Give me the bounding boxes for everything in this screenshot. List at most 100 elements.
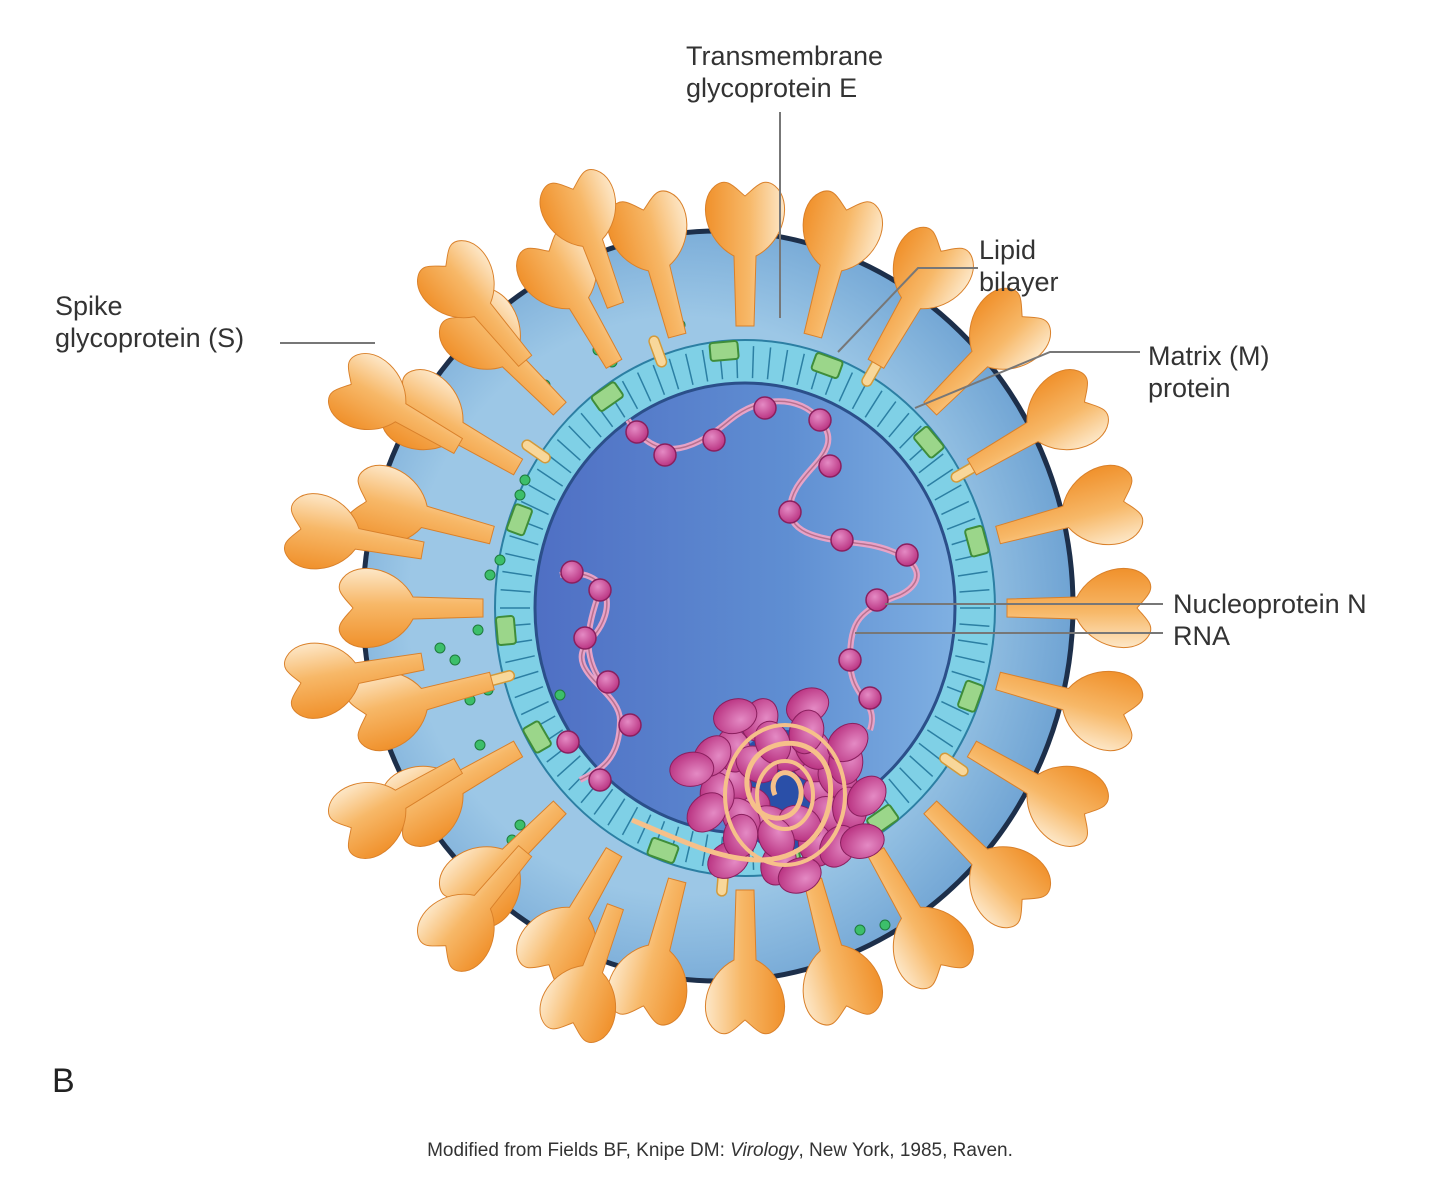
nucleocapsid-subunit [827,722,869,763]
matrix-protein [590,381,624,412]
nucleoprotein-bead [573,626,597,650]
nucleoprotein-bead [625,420,649,444]
label-line: Lipid [979,235,1037,265]
envelope-particle [519,474,531,486]
bilayer-lipid [864,390,883,418]
nucleoprotein-bead [560,560,584,584]
spike-glycoprotein [1006,568,1152,648]
nucleoprotein-bead [588,768,612,792]
glycoprotein-e [648,335,668,368]
spike-glycoprotein [607,190,688,339]
bilayer-lipid [621,806,639,836]
bilayer-lipid [684,353,694,386]
spike-glycoprotein [539,169,625,309]
bilayer-lipid [509,535,539,546]
bilayer-lipid [899,425,922,449]
bilayer-lipid [888,412,910,438]
label-matrix-protein: Matrix (M) protein [1148,340,1269,404]
envelope-particle [484,569,496,581]
envelope-particle [554,689,566,701]
glycoprotein-e [521,439,551,464]
nucleoprotein-bead [818,454,842,478]
matrix-protein [913,425,945,459]
spike-glycoprotein [328,757,464,859]
label-spike-glycoprotein: Spike glycoprotein (S) [55,290,244,354]
spike-glycoprotein [923,800,1051,929]
label-transmembrane-glycoprotein: Transmembrane glycoprotein E [686,40,883,104]
nucleoprotein-bead [588,578,612,602]
bilayer-lipid [514,685,544,699]
bilayer-lipid [781,349,789,382]
bilayer-lipid [509,670,539,681]
spike-glycoprotein [417,240,533,368]
bilayer-lipid [957,570,988,577]
spike-glycoprotein [607,877,688,1026]
label-line: glycoprotein E [686,73,858,103]
glycoprotein-e [939,752,969,777]
matrix-protein [810,352,844,379]
bilayer-lipid [838,372,854,402]
nucleocapsid-subunit [840,823,885,859]
bilayer-lipid [556,755,581,777]
credit-book-title: Virology [730,1140,799,1161]
matrix-protein [646,837,680,864]
bilayer-lipid [668,358,680,390]
bilayer-lipid [899,767,922,791]
nucleoprotein-bead [778,500,802,524]
bilayer-lipid [500,588,531,593]
nucleoprotein-bead [596,670,620,694]
nucleocapsid-subunit [713,698,758,735]
nucleoprotein-beads [556,396,919,792]
bilayer-lipid [934,484,962,501]
nucleoprotein-bead [702,428,726,452]
matrix-protein [964,525,990,558]
nucleoprotein-bead [838,648,862,672]
bilayer-lipid [636,814,652,844]
bilayer-lipid [934,715,962,732]
bilayer-lipid [520,500,549,516]
bilayer-lipid [652,364,666,396]
envelope-particle [434,642,446,654]
bilayer-lipid [946,517,976,531]
bilayer-lipid [636,372,652,402]
bilayer-lipid [580,412,602,438]
nucleoprotein-bead [858,686,882,710]
label-line: bilayer [979,267,1059,297]
label-lipid-bilayer: Lipid bilayer [979,234,1059,298]
bilayer-lipid [959,588,990,593]
label-line: Matrix (M) [1148,341,1270,371]
nucleocapsid-subunit [669,751,715,787]
bilayer-lipid [593,788,614,815]
bilayer-lipid [957,639,988,646]
label-line: Spike [55,291,123,321]
bilayer-lipid [909,755,934,777]
envelope-particle [854,924,866,936]
credit-text: Modified from Fields BF, Knipe DM: [427,1140,731,1161]
envelope-particle [472,624,484,636]
spike-glycoprotein [328,353,464,455]
bilayer-lipid [528,484,556,501]
bilayer-lipid [568,425,591,449]
bilayer-lipid [959,623,990,628]
bilayer-lipid [955,655,985,664]
spike-glycoprotein [417,844,533,972]
label-rna: RNA [1173,621,1231,651]
bilayer-lipid [621,380,639,410]
bilayer-lipid [505,655,535,664]
nucleocapsid-subunit [686,792,728,833]
spike-glycoprotein [802,190,883,339]
nucleoprotein-bead [895,543,919,567]
spike-glycoproteins [283,169,1152,1043]
bilayer-lipid [888,778,910,804]
bilayer-lipid [926,468,954,487]
spike-glycoprotein [539,903,625,1043]
nucleoprotein-bead [653,443,677,467]
matrix-protein [708,340,740,362]
label-line: Transmembrane [686,41,884,71]
spike-glycoprotein [966,369,1109,476]
spike-glycoprotein [705,889,785,1035]
bilayer-lipid [751,346,755,379]
bilayer-lipid [876,401,897,428]
credit-text: , New York, 1985, Raven. [798,1140,1013,1161]
